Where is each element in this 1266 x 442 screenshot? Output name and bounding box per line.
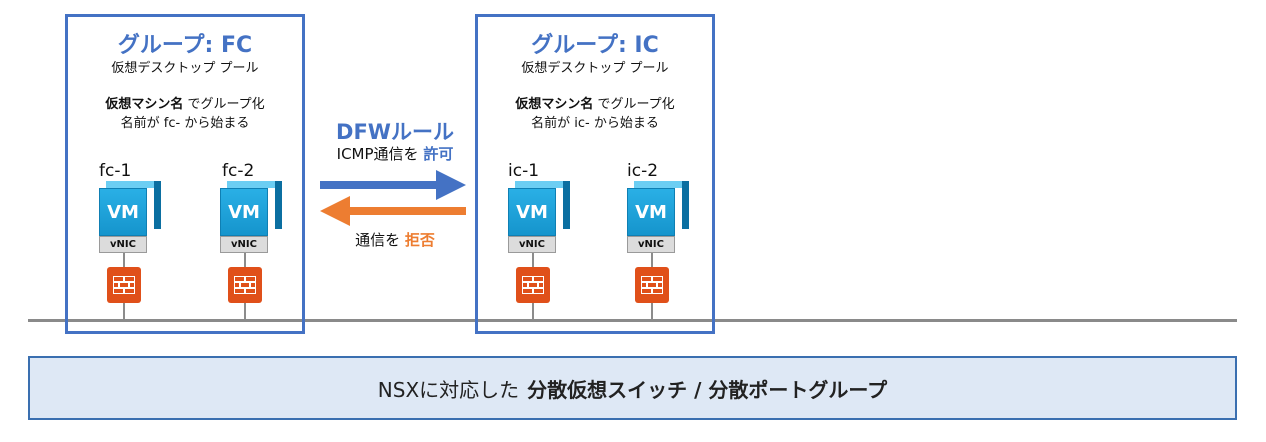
connector-line (532, 253, 534, 267)
vm-label-ic-1: ic-1 (508, 161, 540, 181)
connector-line (651, 253, 653, 267)
switch-bold: 分散仮想スイッチ / 分散ポートグループ (527, 377, 888, 402)
firewall-icon (635, 267, 669, 303)
firewall-icon (516, 267, 550, 303)
vm-icon: VM (99, 188, 147, 236)
vnic-label: vNIC (508, 236, 556, 253)
connector-line (244, 303, 246, 319)
vm-icon-top (227, 181, 275, 188)
vm-icon-side (275, 181, 282, 229)
vm-icon-side (563, 181, 570, 229)
group-rule: 仮想マシン名 でグループ化 名前が ic- から始まる (478, 95, 712, 133)
vnic-label: vNIC (627, 236, 675, 253)
left-arrow-icon (320, 196, 466, 226)
group-rule: 仮想マシン名 でグループ化 名前が fc- から始まる (68, 95, 302, 133)
dfw-rule-title: DFWルール (336, 120, 454, 144)
connector-line (123, 253, 125, 267)
allow-prefix: ICMP通信を (336, 145, 424, 163)
deny-prefix: 通信を (355, 231, 405, 249)
rule-rest: でグループ化 (183, 97, 265, 112)
connector-line (123, 303, 125, 319)
vm-label-fc-1: fc-1 (99, 161, 132, 181)
vm-icon: VM (220, 188, 268, 236)
connector-line (244, 253, 246, 267)
distributed-switch-bar: NSXに対応した分散仮想スイッチ / 分散ポートグループ (28, 356, 1237, 420)
group-box-fc: グループ: FC 仮想デスクトップ プール 仮想マシン名 でグループ化 名前が … (65, 14, 305, 334)
vm-icon-side (154, 181, 161, 229)
rule-line2: 名前が ic- から始まる (531, 116, 659, 131)
network-line (28, 319, 1237, 322)
firewall-icon (107, 267, 141, 303)
dfw-deny-text: 通信を 拒否 (305, 229, 485, 250)
connector-line (532, 303, 534, 319)
vm-icon: VM (627, 188, 675, 236)
right-arrow-icon (320, 170, 466, 200)
vm-label-fc-2: fc-2 (222, 161, 255, 181)
allow-word: 許可 (423, 145, 454, 163)
vm-label-ic-2: ic-2 (627, 161, 659, 181)
switch-prefix: NSXに対応した (377, 377, 520, 402)
rule-line2: 名前が fc- から始まる (120, 116, 250, 131)
group-title: グループ: FC (117, 33, 253, 58)
rule-rest: でグループ化 (593, 97, 675, 112)
vm-icon: VM (508, 188, 556, 236)
rule-bold: 仮想マシン名 (105, 97, 184, 112)
connector-line (651, 303, 653, 319)
group-title: グループ: IC (531, 33, 659, 58)
vm-icon-top (515, 181, 563, 188)
dfw-allow-text: ICMP通信を 許可 (305, 143, 485, 164)
deny-word: 拒否 (404, 231, 435, 249)
vm-icon-side (682, 181, 689, 229)
group-box-ic: グループ: IC 仮想デスクトップ プール 仮想マシン名 でグループ化 名前が … (475, 14, 715, 334)
vm-icon-top (634, 181, 682, 188)
group-subtitle: 仮想デスクトップ プール (111, 61, 259, 76)
vnic-label: vNIC (220, 236, 268, 253)
group-subtitle: 仮想デスクトップ プール (521, 61, 669, 76)
firewall-icon (228, 267, 262, 303)
rule-bold: 仮想マシン名 (515, 97, 594, 112)
vm-icon-top (106, 181, 154, 188)
vnic-label: vNIC (99, 236, 147, 253)
